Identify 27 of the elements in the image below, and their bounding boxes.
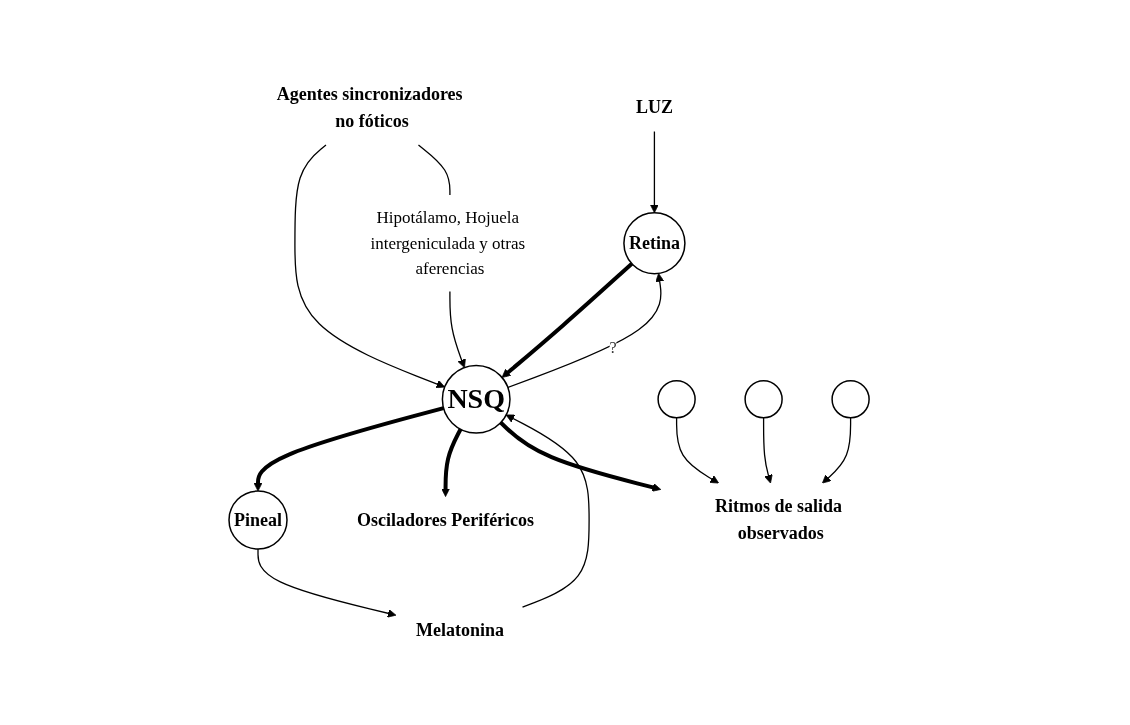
- arrow: [257, 548, 397, 618]
- arrow: [763, 417, 773, 484]
- edge-label: ?: [609, 339, 617, 357]
- node-circle: Retina: [623, 211, 686, 275]
- arrow: [499, 421, 662, 492]
- node-text: Melatonina: [416, 620, 505, 641]
- arrow: [507, 273, 665, 389]
- node-circle: [744, 380, 783, 419]
- node-text: LUZ: [636, 97, 674, 118]
- node-text: Hipotálamo, Hojuela intergeniculada y otras aferencias: [370, 207, 526, 278]
- arrow: [294, 144, 446, 389]
- node-circle: [657, 380, 696, 419]
- arrow: [449, 290, 466, 368]
- arrow: [650, 130, 659, 214]
- node-circle: NSQ: [441, 364, 511, 434]
- connector: [417, 144, 451, 196]
- node-circle: Pineal: [228, 490, 288, 550]
- arrow: [676, 417, 720, 484]
- arrow: [822, 417, 852, 484]
- node-circle: [831, 380, 870, 419]
- node-text: Agentes sincronizadores no fóticos: [276, 83, 463, 131]
- arrow: [441, 428, 463, 497]
- node-text: Osciladores Periféricos: [357, 509, 535, 530]
- arrow: [501, 262, 634, 378]
- arrow: [505, 414, 590, 608]
- arrow: [253, 406, 445, 492]
- node-text: Ritmos de salida observados: [715, 496, 843, 544]
